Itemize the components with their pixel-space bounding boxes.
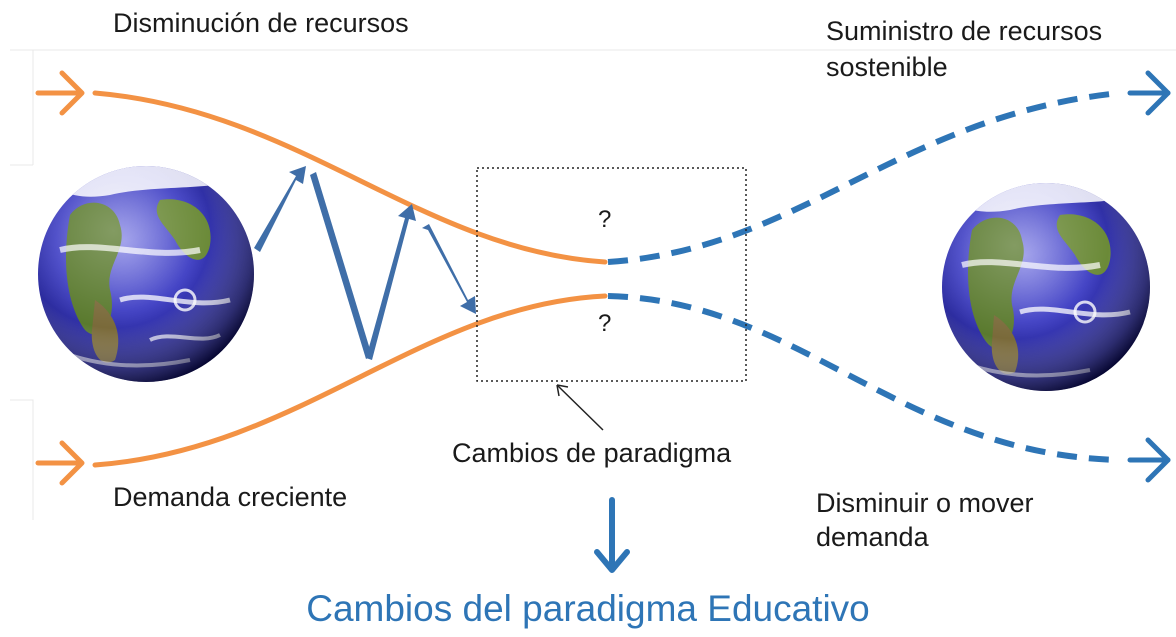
earth-globe-icon [942,183,1150,391]
zigzag-arrow-icon [254,166,476,360]
question-mark-bottom: ? [598,310,612,337]
resource-decline-curve [92,90,608,265]
resource-decline-label: Disminución de recursos [113,8,409,38]
growing-demand-label: Demanda creciente [113,482,348,512]
reduce-demand-label-line2: demanda [816,522,929,552]
reduce-demand-label-line1: Disminuir o mover [816,488,1034,518]
arrow-right-icon [1127,437,1171,483]
arrow-right-icon [35,440,85,486]
question-mark-top: ? [598,206,612,233]
reduce-demand-curve [607,293,1121,463]
growing-demand-curve [92,293,608,468]
background-panels [10,49,1176,520]
earth-globe-icon [38,166,254,382]
arrow-right-icon [35,70,85,116]
page-title: Cambios del paradigma Educativo [306,588,870,629]
arrow-down-icon [594,497,630,573]
paradigm-shifts-label: Cambios de paradigma [452,438,732,468]
paradigm-shift-box [476,167,747,382]
arrow-right-icon [1127,70,1171,116]
sustainable-supply-label-line1: Suministro de recursos [826,16,1103,46]
sustainable-supply-label-line2: sostenible [826,52,948,82]
sustainable-supply-curve [607,90,1121,265]
pointer-arrow [556,384,604,431]
